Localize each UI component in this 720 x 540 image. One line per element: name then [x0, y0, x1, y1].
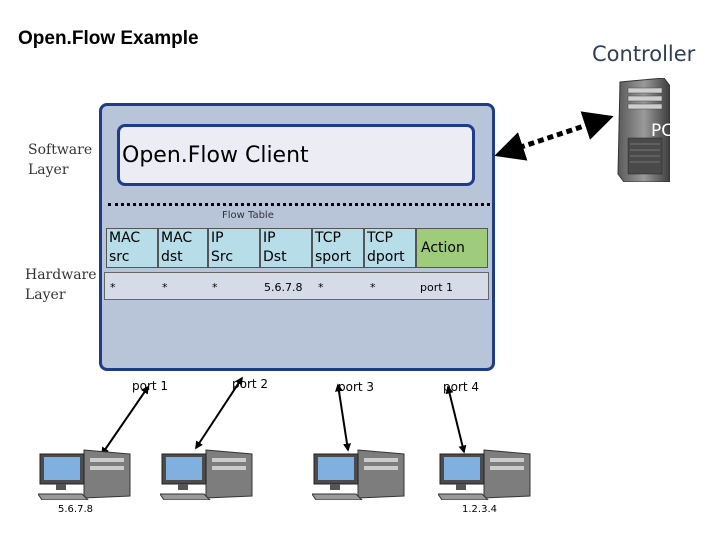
hardware-layer-label: Hardware Layer — [25, 267, 97, 303]
port-2-label: port 2 — [232, 377, 269, 391]
host-ip-left: 5.6.7.8 — [58, 504, 93, 515]
cell-tcp-dport: * — [370, 281, 376, 294]
server-tower-icon — [617, 78, 670, 182]
header-action: Action — [416, 228, 488, 268]
port-1-label: port 1 — [132, 379, 169, 393]
cell-mac-dst: * — [162, 281, 168, 294]
port-4-label: port 4 — [443, 380, 480, 394]
flow-table-label: Flow Table — [222, 210, 274, 221]
cell-tcp-sport: * — [318, 281, 324, 294]
port-3-label: port 3 — [338, 380, 375, 394]
cell-action: port 1 — [420, 281, 454, 294]
software-layer-label: Software Layer — [28, 142, 93, 178]
desktop-computer-icon — [38, 449, 131, 500]
openflow-client-label: Open.Flow Client — [122, 143, 309, 168]
cell-ip-src: * — [212, 281, 218, 294]
host-ip-right: 1.2.3.4 — [462, 504, 497, 515]
flow-entry-row — [104, 272, 489, 300]
desktop-computer-icon — [312, 449, 405, 500]
cell-mac-src: * — [110, 281, 116, 294]
controller-label: Controller — [592, 42, 696, 66]
openflow-client-box — [117, 124, 475, 186]
cell-ip-dst: 5.6.7.8 — [264, 281, 303, 294]
page-title: Open.Flow Example — [18, 28, 199, 49]
desktop-computer-icon — [438, 449, 531, 500]
pc-label: PC — [651, 121, 674, 141]
layer-divider — [108, 203, 490, 206]
desktop-computer-icon — [160, 449, 253, 500]
